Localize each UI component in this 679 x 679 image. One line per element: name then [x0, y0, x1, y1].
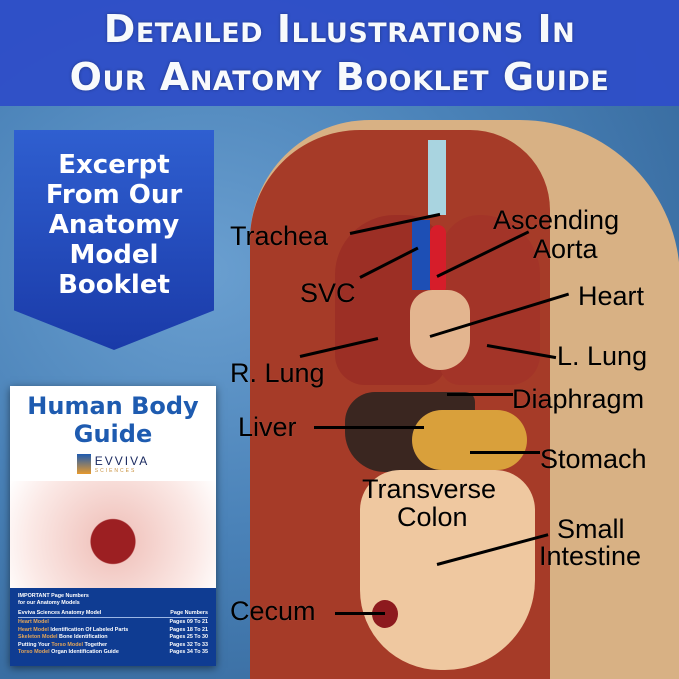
banner-line-1: Detailed Illustrations In	[103, 7, 576, 51]
leader-diaphragm	[447, 393, 513, 396]
aorta-shape	[430, 225, 446, 295]
booklet-title-2: Guide	[73, 420, 153, 448]
row-pages: Pages 34 To 35	[169, 649, 208, 656]
leader-liver	[314, 426, 424, 429]
row-pages: Pages 09 To 21	[169, 619, 208, 626]
title-banner: Detailed Illustrations In Our Anatomy Bo…	[0, 0, 679, 106]
label-transverse-colon-2: Colon	[397, 502, 468, 532]
brand-name: EVVIVA	[94, 454, 150, 468]
header-pages: Page Numbers	[170, 610, 208, 616]
ribbon-line: From Our	[45, 180, 183, 210]
ribbon-line: Model	[69, 240, 159, 270]
label-diaphragm: Diaphragm	[512, 384, 645, 414]
leader-cecum	[335, 612, 385, 615]
excerpt-ribbon: Excerpt From Our Anatomy Model Booklet	[14, 130, 214, 350]
label-ascending-aorta-2: Aorta	[533, 234, 598, 264]
row-text: Bone Identification	[57, 634, 108, 641]
row-text: Together	[83, 641, 108, 648]
label-ascending-aorta-1: Ascending	[493, 205, 620, 235]
booklet-title-1: Human Body	[27, 392, 199, 420]
svc-shape	[412, 220, 430, 290]
row-highlight: Heart Model	[18, 619, 49, 626]
label-cecum: Cecum	[230, 596, 316, 626]
table-row: Heart Model Identification Of Labeled Pa…	[18, 627, 208, 634]
row-text: Identification Of Labeled Parts	[48, 626, 129, 633]
label-r-lung: R. Lung	[230, 358, 325, 388]
booklet-cover: Human Body Guide EVVIVA SCIENCES IMPORTA…	[10, 386, 216, 666]
table-header: Evviva Sciences Anatomy Model Page Numbe…	[18, 610, 208, 619]
brand-mark-icon	[76, 454, 91, 474]
table-row: Heart Model Pages 09 To 21	[18, 619, 208, 626]
label-small-intestine-1: Small	[557, 514, 625, 544]
row-highlight: Torso Model	[51, 641, 83, 648]
row-pages: Pages 18 To 21	[169, 626, 208, 633]
trachea-shape	[428, 140, 446, 215]
row-pages: Pages 32 To 33	[169, 641, 208, 648]
page-number-table: IMPORTANT Page Numbers for our Anatomy M…	[10, 588, 216, 666]
label-transverse-colon-1: Transverse	[362, 474, 497, 504]
row-highlight: Torso Model	[18, 649, 50, 656]
intestine-shape	[360, 470, 535, 670]
ribbon-line: Booklet	[58, 270, 170, 300]
label-svc: SVC	[300, 278, 356, 308]
brand-logo: EVVIVA SCIENCES	[10, 454, 216, 474]
label-heart: Heart	[578, 281, 645, 311]
important-line-1: IMPORTANT Page Numbers	[18, 593, 89, 599]
brand-sub: SCIENCES	[94, 468, 137, 474]
ribbon-line: Excerpt	[58, 150, 170, 180]
header-model: Evviva Sciences Anatomy Model	[18, 610, 102, 616]
important-line-2: for our Anatomy Models	[18, 600, 80, 606]
table-row: Skeleton Model Bone Identification Pages…	[18, 634, 208, 641]
label-l-lung: L. Lung	[557, 341, 648, 371]
label-trachea: Trachea	[230, 221, 329, 251]
leader-stomach	[470, 451, 540, 454]
row-text: Organ Identification Guide	[49, 649, 119, 656]
heart-illustration	[10, 481, 216, 591]
banner-line-2: Our Anatomy Booklet Guide	[69, 55, 610, 99]
table-row: Putting Your Torso Model Together Pages …	[18, 642, 208, 649]
stomach-shape	[412, 410, 527, 470]
row-highlight: Skeleton Model	[18, 634, 58, 641]
label-small-intestine-2: Intestine	[539, 541, 642, 571]
label-stomach: Stomach	[540, 444, 647, 474]
table-row: Torso Model Organ Identification Guide P…	[18, 649, 208, 656]
heart-shape	[410, 290, 470, 370]
row-pages: Pages 25 To 30	[169, 634, 208, 641]
row-text: Putting Your	[18, 641, 52, 648]
row-highlight: Heart Model	[18, 626, 49, 633]
ribbon-line: Anatomy	[48, 210, 180, 240]
label-liver: Liver	[238, 412, 297, 442]
